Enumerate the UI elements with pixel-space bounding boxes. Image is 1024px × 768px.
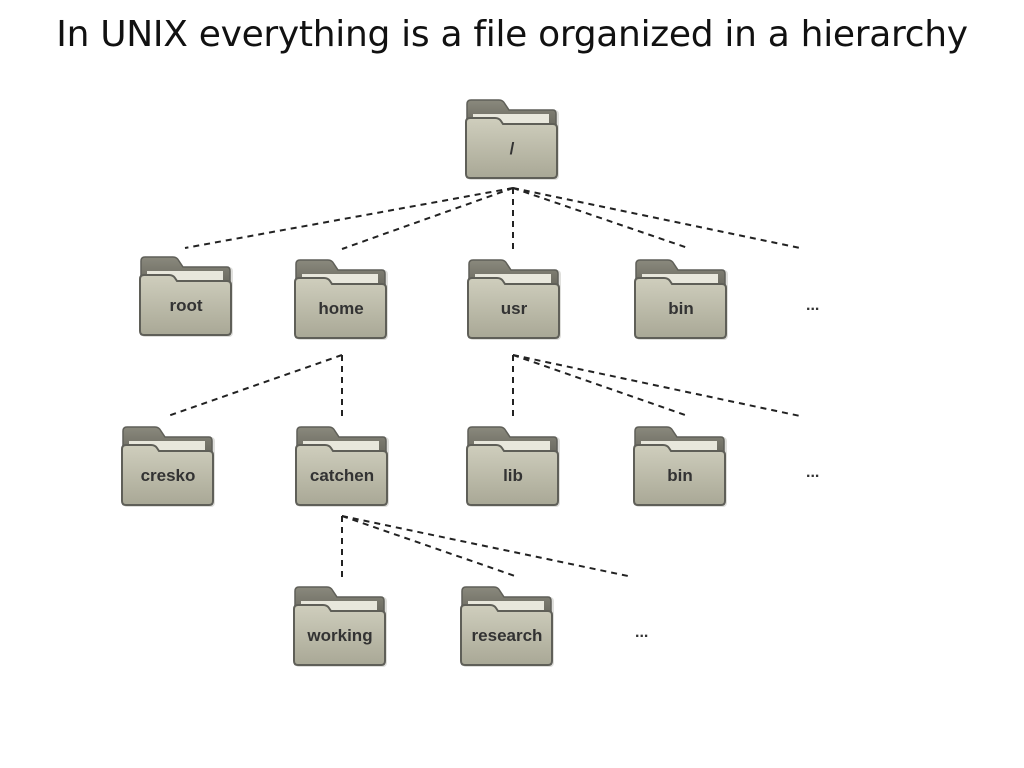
folder-label: working (306, 626, 372, 645)
folder-icon (460, 586, 554, 667)
folder-icon (633, 426, 727, 507)
folder-node-research[interactable]: research (460, 586, 554, 667)
folder-node-usr[interactable]: usr (467, 259, 561, 340)
folder-icon (634, 259, 728, 340)
connector-line (512, 187, 689, 249)
folder-node-bin[interactable]: bin (634, 259, 728, 340)
folder-icon (466, 426, 560, 507)
folder-label: bin (668, 299, 694, 318)
folder-icon (139, 256, 233, 337)
folder-node-[interactable]: / (465, 99, 559, 180)
folder-icon (293, 586, 387, 667)
connector-lines (167, 187, 801, 578)
folder-icon (294, 259, 388, 340)
folder-node-catchen[interactable]: catchen (295, 426, 389, 507)
folder-node-cresko[interactable]: cresko (121, 426, 215, 507)
connector-line (341, 187, 514, 250)
folder-label: catchen (310, 466, 374, 485)
folder-node-lib[interactable]: lib (466, 426, 560, 507)
connector-line (341, 515, 629, 577)
folder-label: research (472, 626, 543, 645)
folder-nodes: / root home usr bin... cresko catchen lib bin...… (121, 99, 819, 667)
folder-icon (467, 259, 561, 340)
connector-line (184, 187, 514, 249)
folder-label: lib (503, 466, 523, 485)
more-items-ellipsis: ... (635, 624, 648, 641)
folder-icon (465, 99, 559, 180)
folder-label: home (318, 299, 363, 318)
more-items-ellipsis: ... (806, 464, 819, 481)
folder-node-root[interactable]: root (139, 256, 233, 337)
folder-node-working[interactable]: working (293, 586, 387, 667)
slide-title: In UNIX everything is a file organized i… (56, 14, 968, 55)
connector-line (341, 515, 516, 577)
folder-node-home[interactable]: home (294, 259, 388, 340)
folder-icon (121, 426, 215, 507)
folder-label: root (169, 296, 202, 315)
connector-line (512, 187, 801, 249)
folder-label: / (510, 139, 515, 158)
folder-icon (295, 426, 389, 507)
connector-line (512, 354, 689, 417)
folder-label: cresko (141, 466, 196, 485)
connector-line (167, 354, 343, 417)
folder-node-bin[interactable]: bin (633, 426, 727, 507)
more-items-ellipsis: ... (806, 297, 819, 314)
connector-line (512, 354, 801, 417)
folder-label: usr (501, 299, 528, 318)
folder-label: bin (667, 466, 693, 485)
